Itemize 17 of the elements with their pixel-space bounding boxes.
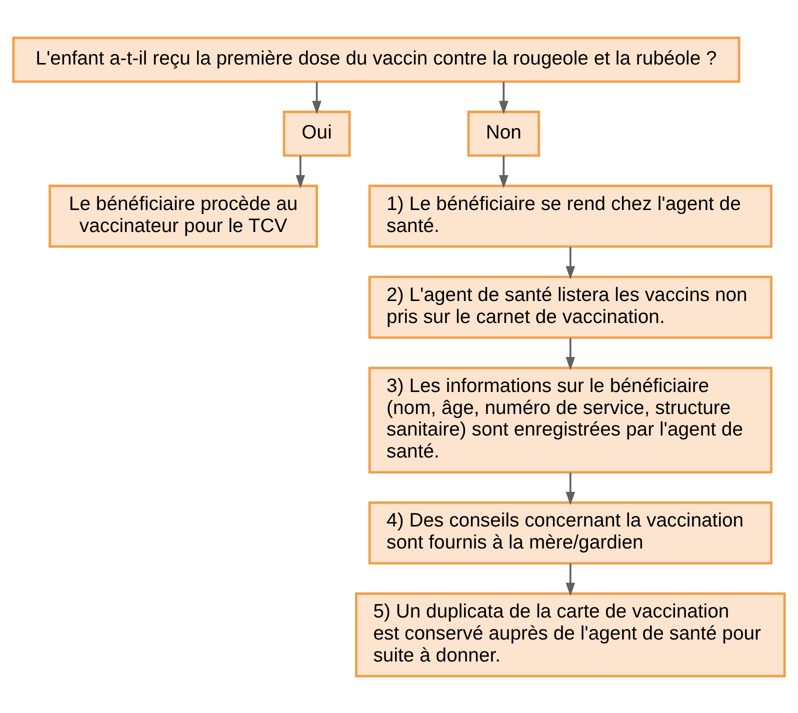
node-box: 4) Des conseils concernant la vaccination sont fournis à la mère/gardien: [368, 500, 772, 564]
arrow: [566, 246, 576, 280]
arrow: [498, 155, 508, 188]
arrow: [566, 338, 576, 370]
node-box: Oui: [282, 110, 351, 156]
arrow: [498, 81, 508, 114]
node-box: 3) Les informations sur le bénéficiaire (nom, âge, numéro de service, structure sanitaire) sont enregistrées par l'agent de santé.: [368, 366, 772, 473]
node-box: 5) Un duplicata de la carte de vaccination est conservé auprès de l'agent de santé pour suite à donner.: [355, 592, 786, 677]
node-box: 1) Le bénéficiaire se rend chez l'agent de santé.: [368, 184, 772, 248]
arrow: [312, 81, 322, 114]
node-box: Non: [467, 110, 540, 156]
arrow: [566, 472, 576, 505]
node-box: Le bénéficiaire procède au vaccinateur pour le TCV: [48, 184, 318, 248]
node-box: L'enfant a-t-il reçu la première dose du vaccin contre la rougeole et la rubéole ?: [12, 36, 740, 82]
node-box: 2) L'agent de santé listera les vaccins non pris sur le carnet de vaccination.: [368, 275, 772, 338]
arrow: [296, 155, 306, 188]
arrow: [566, 563, 576, 596]
